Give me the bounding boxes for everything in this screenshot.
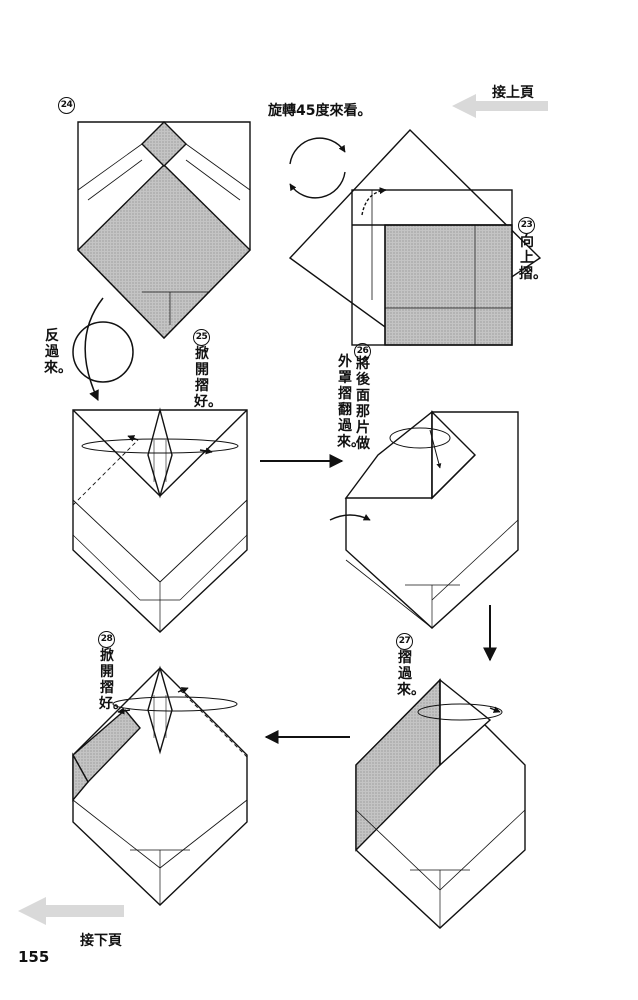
page-number: 155 (18, 948, 50, 966)
step-24-figure (77, 121, 251, 340)
rotate-label: 旋轉45度來看。 (268, 103, 372, 119)
continue-from-label: 接上頁 (492, 85, 534, 101)
flip-label: 反過來。 (44, 328, 72, 376)
step-26-figure (329, 410, 519, 629)
step-23-figure (288, 128, 542, 346)
step-26-number: 26 (354, 338, 371, 360)
step-28-label: 28 掀開摺好。 (98, 626, 127, 712)
step-26-col2: 外罩摺翻過來。 (337, 354, 365, 450)
continue-from-arrow (452, 94, 548, 118)
step-28-figure (72, 665, 248, 906)
step-27-label: 27 摺過來。 (396, 628, 425, 698)
step-23-label: 23 向上摺。 (518, 212, 547, 282)
flip-arrow (72, 297, 134, 401)
step-26-col1: 將後面那片做 (356, 356, 370, 452)
continue-to-label: 接下頁 (80, 933, 122, 949)
rotate-arrows (289, 137, 346, 199)
step-27-figure (355, 678, 526, 929)
step-25-label: 25 掀開摺好。 (193, 324, 222, 410)
step-25-figure (72, 407, 248, 633)
continue-to-arrow (18, 897, 124, 925)
step-24-number: 24 (58, 92, 75, 114)
